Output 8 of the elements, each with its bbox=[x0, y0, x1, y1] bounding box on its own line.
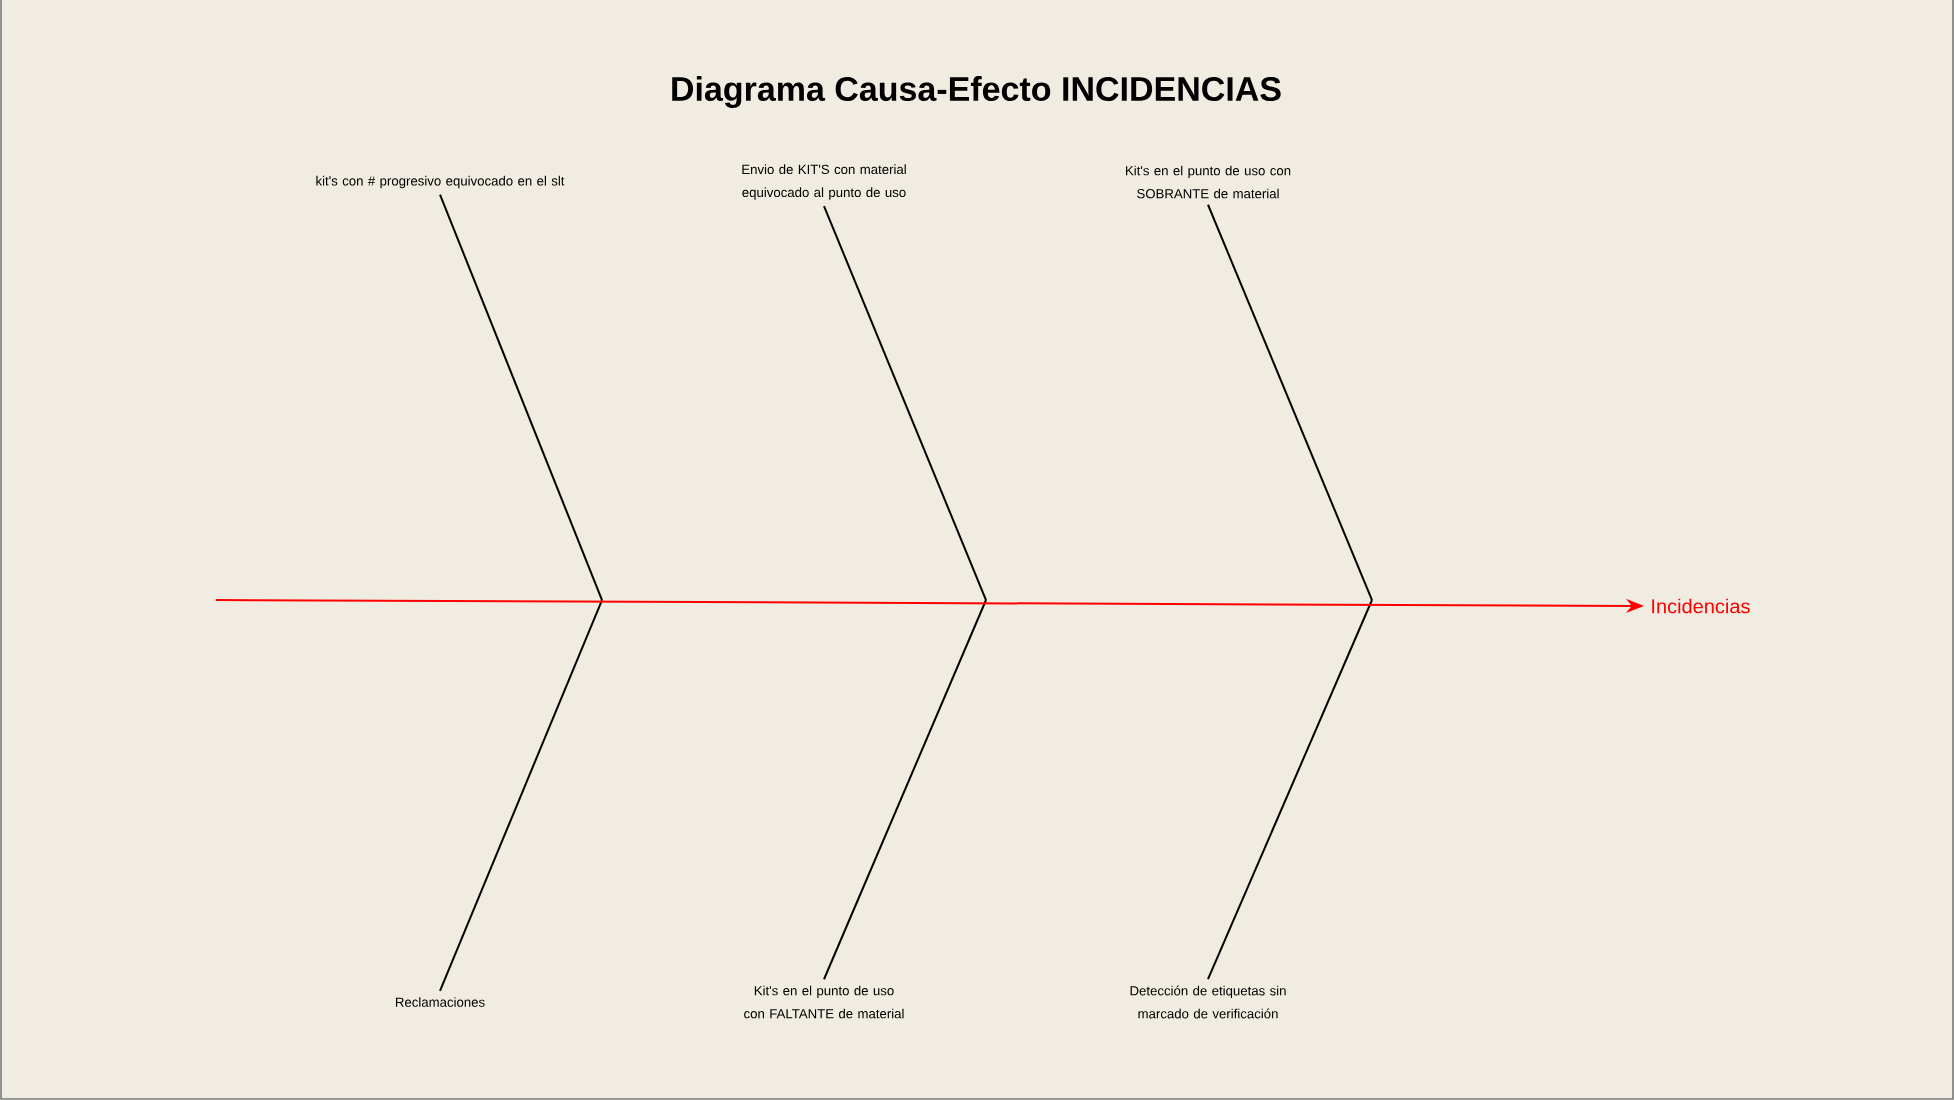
fishbone-line bbox=[439, 193, 603, 601]
fishbone-line bbox=[439, 599, 603, 992]
title: Diagrama Causa-Efecto INCIDENCIAS bbox=[672, 76, 1281, 108]
fishbone-line bbox=[1207, 203, 1373, 601]
effect-label: Incidencias bbox=[1652, 598, 1750, 614]
fishbone-line bbox=[823, 205, 987, 601]
fishbone-line bbox=[1207, 599, 1373, 981]
fishbone-line bbox=[823, 599, 987, 981]
